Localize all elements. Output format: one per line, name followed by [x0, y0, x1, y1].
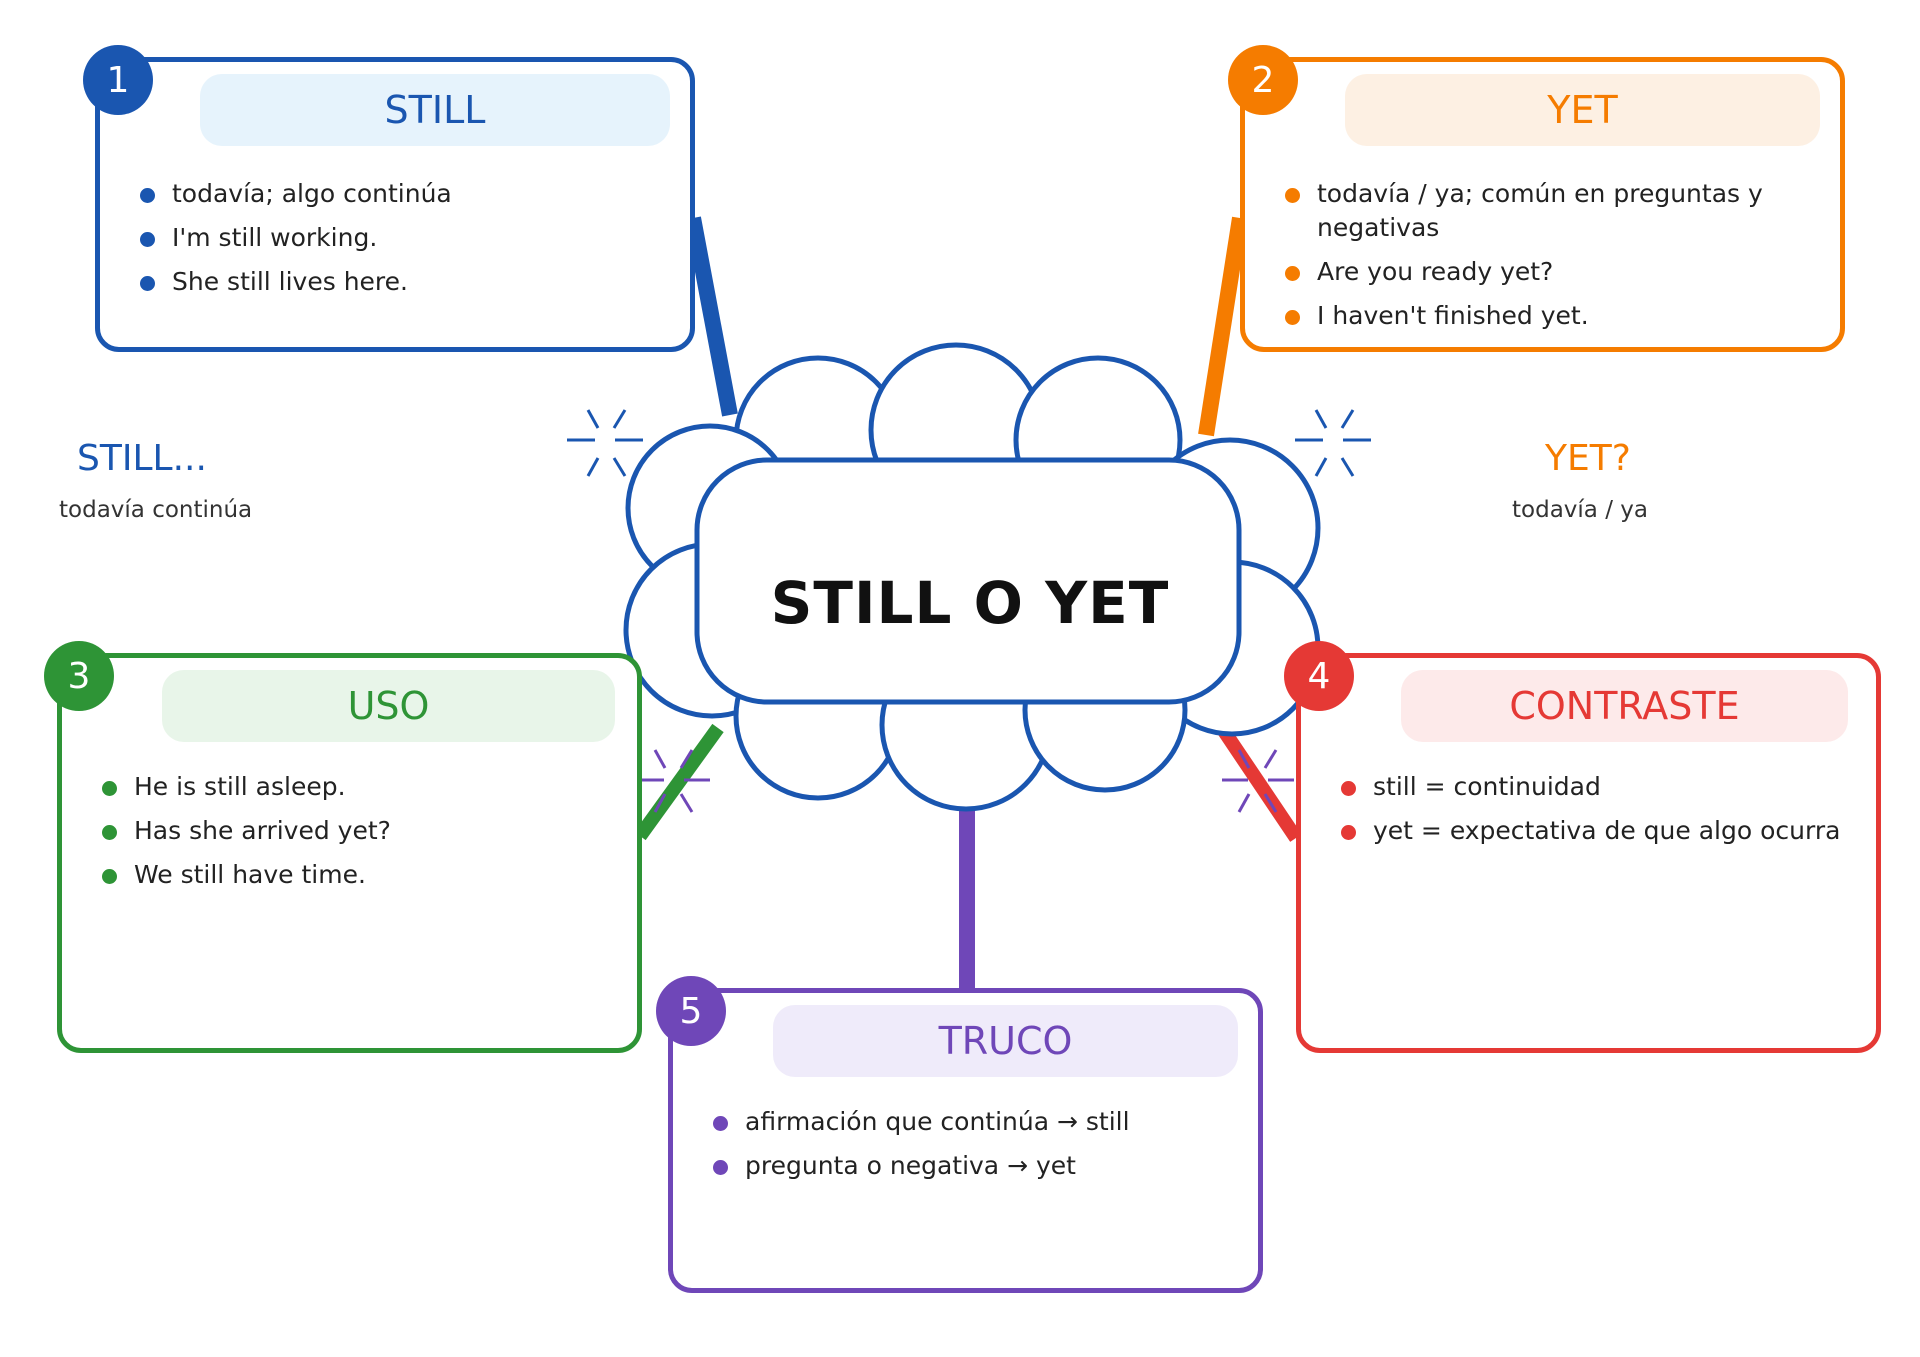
list-item: todavía / ya; común en preguntas y negat… — [1285, 177, 1785, 245]
card-uso: USO He is still asleep. Has she arrived … — [57, 653, 642, 1053]
list-item: Are you ready yet? — [1285, 255, 1785, 289]
card-contraste: CONTRASTE still = continuidad yet = expe… — [1296, 653, 1881, 1053]
connector-yet — [1198, 216, 1248, 437]
card-still-title: STILL — [200, 74, 670, 146]
sparkle-left-bottom — [638, 749, 710, 813]
list-item: I'm still working. — [140, 221, 670, 255]
sparkle-right-top — [1295, 409, 1371, 477]
list-item: I haven't finished yet. — [1285, 299, 1785, 333]
connector-uso — [634, 723, 724, 841]
sparkle-right-bottom — [1222, 749, 1294, 813]
card-truco-list: afirmación que continúa → still pregunta… — [713, 1105, 1233, 1193]
card-uso-title: USO — [162, 670, 615, 742]
badge-1: 1 — [83, 45, 153, 115]
cloud-center-box — [694, 457, 1242, 705]
card-truco: TRUCO afirmación que continúa → still pr… — [668, 988, 1263, 1293]
connector-still — [685, 216, 738, 417]
badge-5: 5 — [656, 976, 726, 1046]
card-truco-title: TRUCO — [773, 1005, 1238, 1077]
badge-3: 3 — [44, 641, 114, 711]
card-contraste-list: still = continuidad yet = expectativa de… — [1341, 770, 1861, 858]
list-item: He is still asleep. — [102, 770, 612, 804]
card-still: STILL todavía; algo continúa I'm still w… — [95, 57, 695, 352]
badge-2: 2 — [1228, 45, 1298, 115]
card-yet-list: todavía / ya; común en preguntas y negat… — [1285, 177, 1785, 343]
side-label-right-subtitle: todavía / ya — [1512, 497, 1648, 523]
badge-4: 4 — [1284, 641, 1354, 711]
connector-contraste — [1216, 724, 1302, 842]
list-item: pregunta o negativa → yet — [713, 1149, 1233, 1183]
card-yet: YET todavía / ya; común en preguntas y n… — [1240, 57, 1845, 352]
list-item: afirmación que continúa → still — [713, 1105, 1233, 1139]
card-uso-list: He is still asleep. Has she arrived yet?… — [102, 770, 612, 902]
list-item: She still lives here. — [140, 265, 670, 299]
list-item: still = continuidad — [1341, 770, 1861, 804]
list-item: yet = expectativa de que algo ocurra — [1341, 814, 1861, 848]
list-item: Has she arrived yet? — [102, 814, 612, 848]
side-label-left-subtitle: todavía continúa — [59, 497, 253, 523]
central-topic-title: STILL O YET — [770, 569, 1170, 637]
sparkle-left-top — [567, 409, 643, 477]
card-contraste-title: CONTRASTE — [1401, 670, 1848, 742]
list-item: We still have time. — [102, 858, 612, 892]
side-label-left-title: STILL... — [77, 438, 207, 479]
list-item: todavía; algo continúa — [140, 177, 670, 211]
card-still-list: todavía; algo continúa I'm still working… — [140, 177, 670, 309]
card-yet-title: YET — [1345, 74, 1820, 146]
side-label-right-title: YET? — [1545, 438, 1631, 479]
